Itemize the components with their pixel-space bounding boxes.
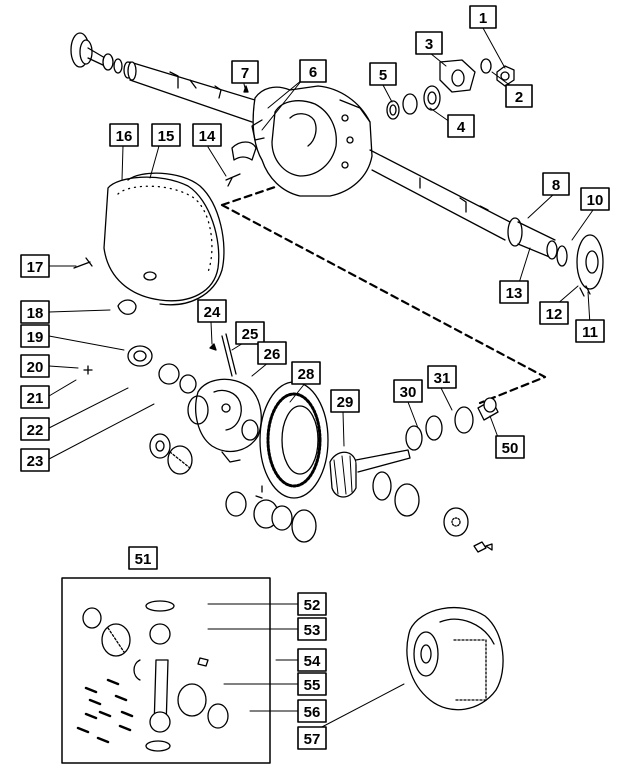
callout-number: 6 [309,64,317,81]
callout-number: 3 [425,36,433,53]
callout-24: 24 [197,299,227,323]
right-axle-flange [507,217,604,297]
callout-number: 2 [515,89,523,106]
callout-55: 55 [297,672,327,696]
callout-31: 31 [427,365,457,389]
callout-20: 20 [20,354,50,378]
callout-26: 26 [257,341,287,365]
callout-number: 1 [479,10,487,27]
callout-14: 14 [192,123,222,147]
callout-57: 57 [297,726,327,750]
callout-29: 29 [330,389,360,413]
callout-number: 12 [546,306,563,323]
callout-number: 8 [552,177,560,194]
callout-number: 25 [242,326,259,343]
callout-23: 23 [20,448,50,472]
callout-4: 4 [447,114,475,138]
callout-56: 56 [297,699,327,723]
callout-number: 56 [304,704,321,721]
callout-number: 21 [27,390,44,407]
callout-54: 54 [297,648,327,672]
pinion-parts [386,58,515,120]
callout-53: 53 [297,617,327,641]
kit-box [61,577,271,764]
callout-6: 6 [299,59,327,83]
callout-number: 31 [434,370,451,387]
callout-number: 53 [304,622,321,639]
callout-52: 52 [297,592,327,616]
differential-cover [103,172,225,306]
axle-housing [70,32,604,297]
callout-number: 4 [457,119,466,136]
callout-number: 22 [27,422,44,439]
callout-number: 15 [158,128,175,145]
callout-5: 5 [369,62,397,86]
callout-number: 14 [199,128,216,145]
callout-18: 18 [20,300,50,324]
callout-19: 19 [20,324,50,348]
callout-51: 51 [128,546,158,570]
callout-10: 10 [580,187,610,211]
callout-number: 29 [337,394,354,411]
callout-25: 25 [235,321,265,345]
callout-number: 52 [304,597,321,614]
callout-1: 1 [469,5,497,29]
callout-11: 11 [575,319,605,343]
callout-number: 28 [298,366,315,383]
callout-number: 30 [400,384,417,401]
callout-number: 19 [27,329,44,346]
callout-number: 10 [587,192,604,209]
ring-gear [259,381,329,499]
callout-28: 28 [291,361,321,385]
pinion-gear [329,449,411,498]
callout-number: 26 [264,346,281,363]
callout-boxes: 1 2 3 4 5 6 7 8 10 13 12 11 16 15 14 17 … [20,5,610,750]
callout-2: 2 [505,84,533,108]
callout-number: 50 [502,440,519,457]
callout-number: 13 [506,285,523,302]
callout-15: 15 [151,123,181,147]
callout-number: 51 [135,551,152,568]
callout-13: 13 [499,280,529,304]
callout-50: 50 [495,435,525,459]
callout-number: 16 [116,128,133,145]
kit-contents [76,600,229,752]
differential-case [187,378,262,453]
dashed-leader [220,184,547,405]
callout-3: 3 [415,31,443,55]
callout-number: 20 [27,359,44,376]
callout-number: 18 [27,305,44,322]
callout-30: 30 [393,379,423,403]
callout-22: 22 [20,417,50,441]
callout-number: 57 [304,731,321,748]
left-axle-flange [70,32,133,79]
callout-number: 11 [582,324,598,341]
callout-7: 7 [231,60,259,84]
callout-number: 5 [379,67,387,84]
callout-number: 23 [27,453,44,470]
callout-12: 12 [539,301,569,325]
callout-21: 21 [20,385,50,409]
callout-17: 17 [20,254,50,278]
callout-8: 8 [542,172,570,196]
callout-number: 7 [241,65,249,82]
callout-number: 24 [204,304,221,321]
callout-number: 17 [27,259,44,276]
limited-slip-differential [406,607,504,711]
callout-number: 54 [304,653,321,670]
callout-16: 16 [109,123,139,147]
callout-number: 55 [304,677,321,694]
